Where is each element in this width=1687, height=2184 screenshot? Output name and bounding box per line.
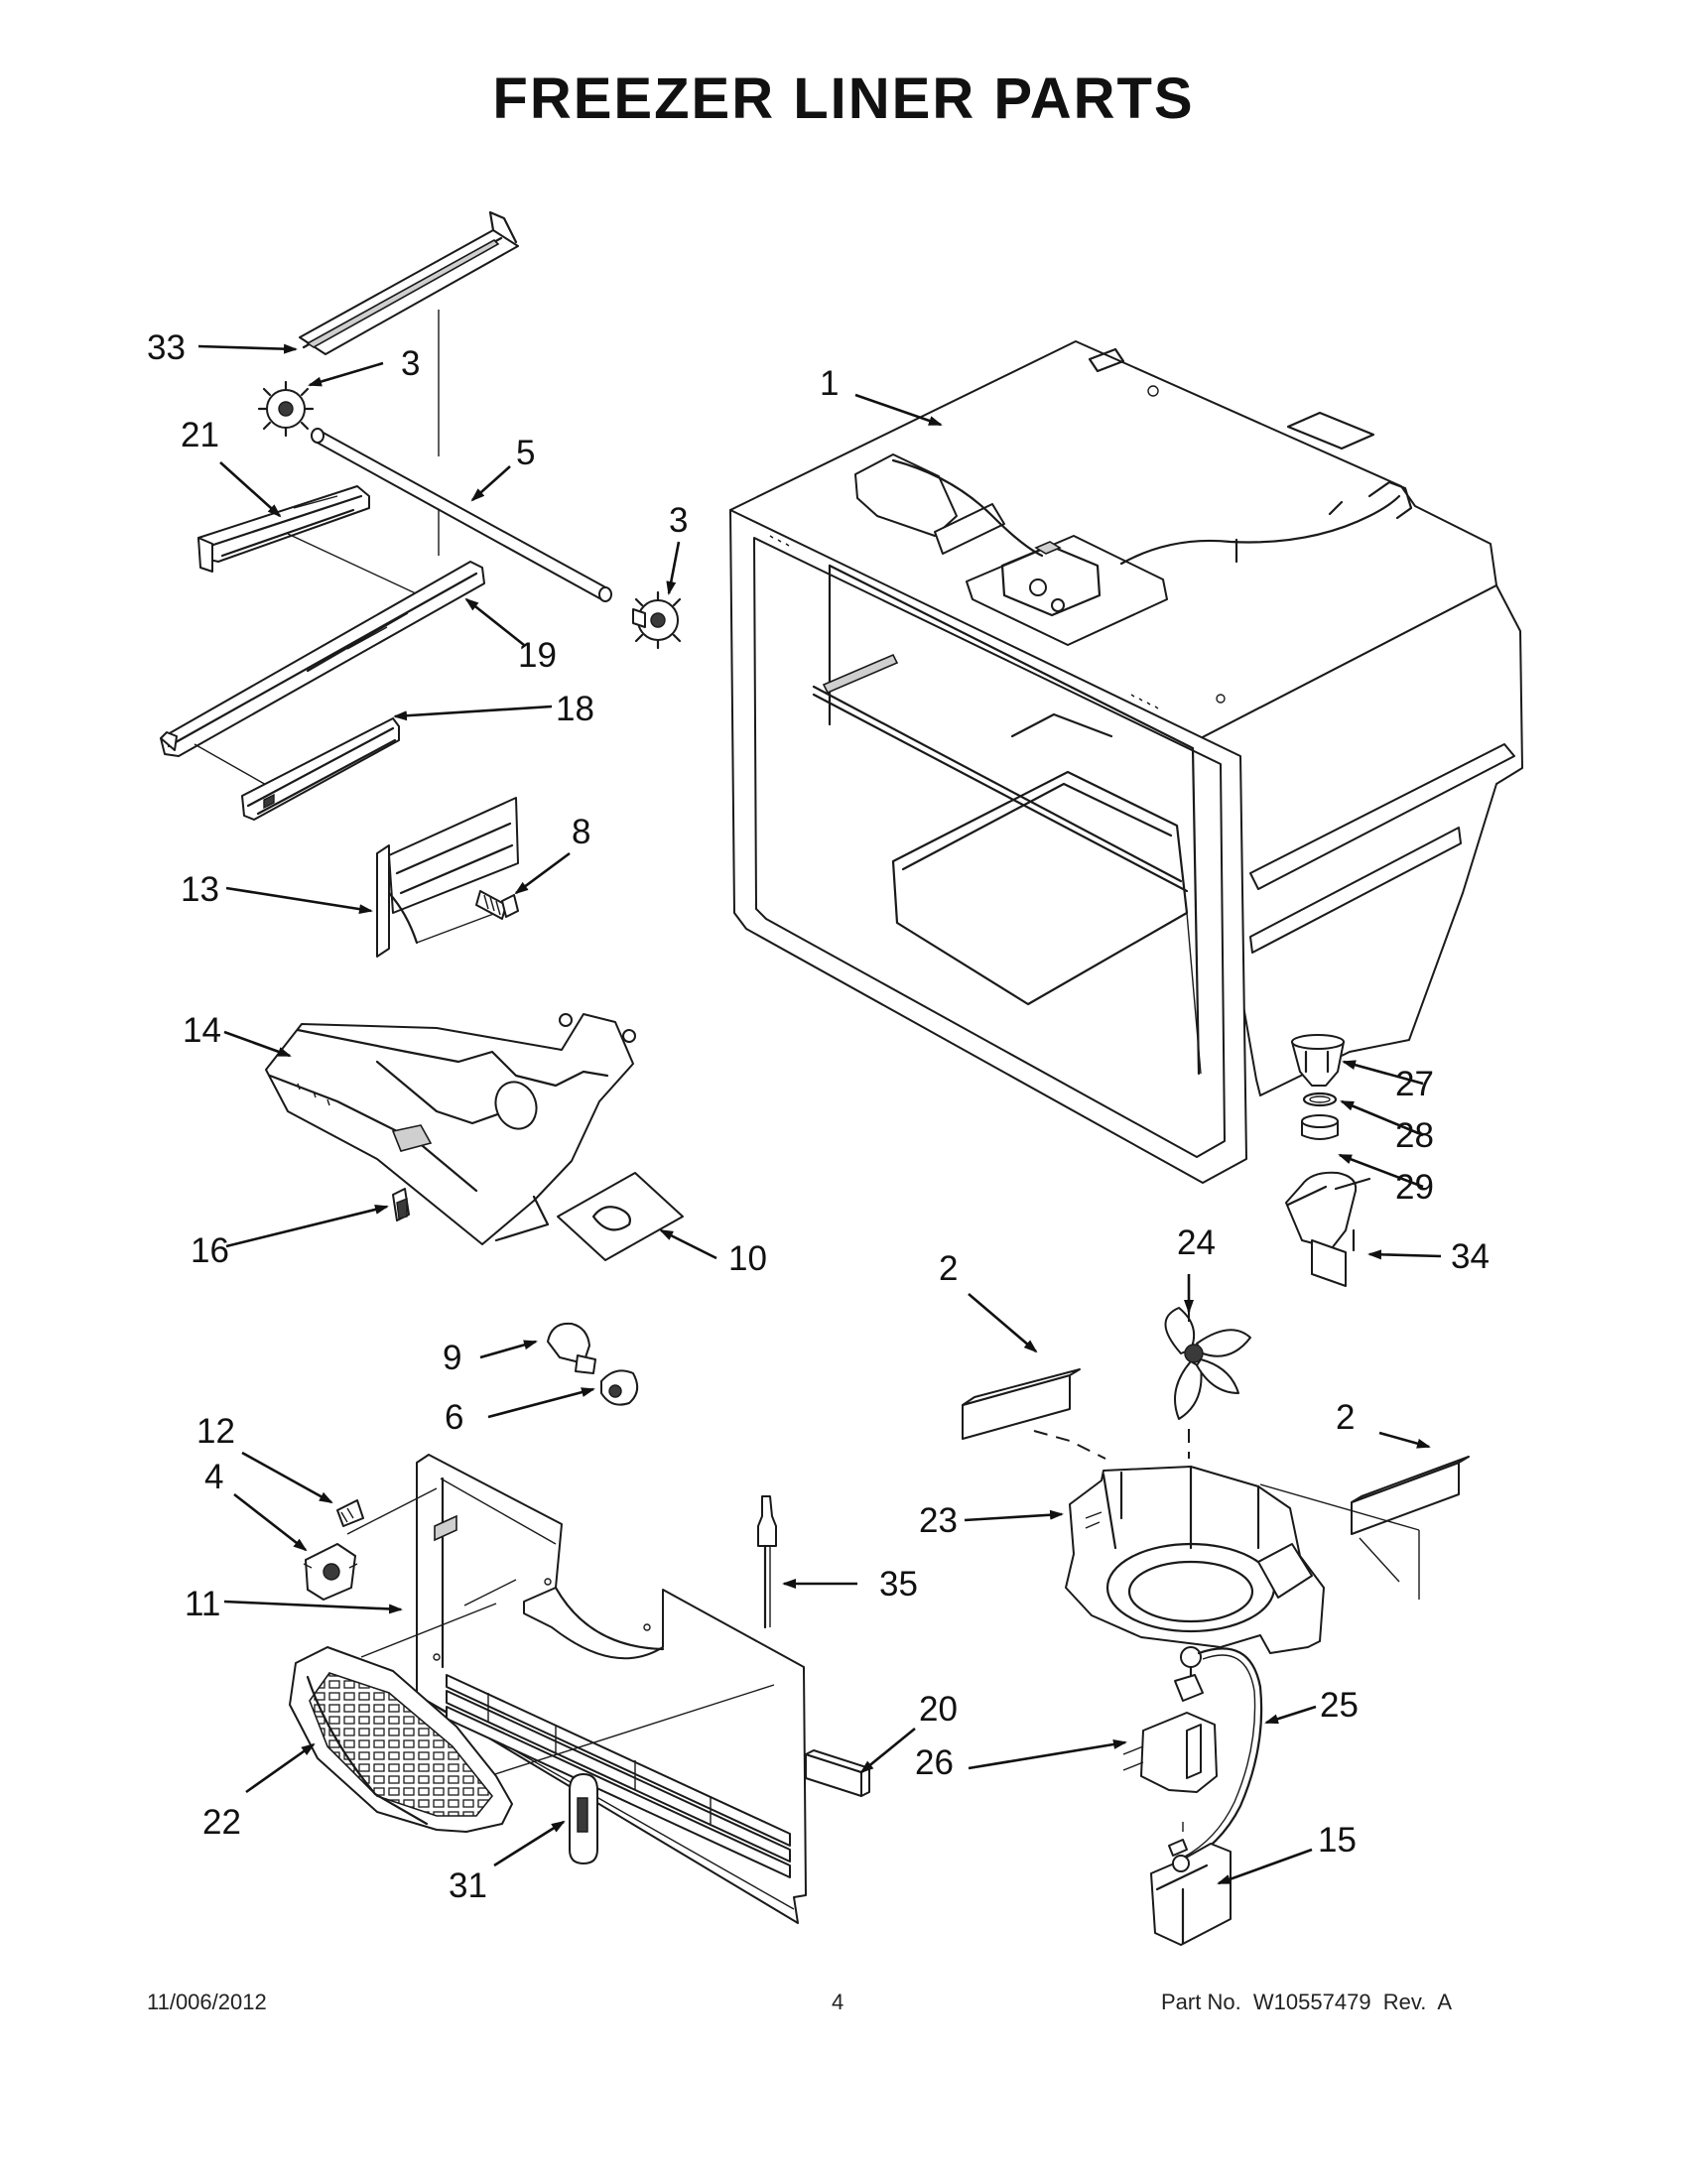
part-9-light-bulb bbox=[547, 1322, 596, 1374]
callout-3-upper: 3 bbox=[401, 344, 420, 383]
callout-31: 31 bbox=[449, 1866, 487, 1905]
part-3-gear-lower bbox=[632, 590, 682, 650]
callout-34: 34 bbox=[1451, 1237, 1490, 1276]
part-20-foam-strip bbox=[805, 1749, 870, 1797]
callout-27: 27 bbox=[1395, 1065, 1434, 1103]
part-3-gear-upper bbox=[257, 380, 315, 438]
part-2-foam-pad-left bbox=[962, 1368, 1081, 1440]
part-12-screw bbox=[336, 1499, 364, 1527]
part-26-fan-motor bbox=[1122, 1646, 1218, 1793]
callout-3-lower: 3 bbox=[669, 501, 688, 540]
callout-28: 28 bbox=[1395, 1116, 1434, 1155]
part-1-freezer-liner bbox=[729, 340, 1523, 1184]
callout-22: 22 bbox=[202, 1803, 241, 1842]
part-22-fan-grille bbox=[289, 1646, 513, 1833]
callout-35: 35 bbox=[879, 1565, 918, 1604]
part-24-fan-blade bbox=[1164, 1307, 1251, 1420]
part-11-rear-panel bbox=[416, 1454, 807, 1924]
callout-15: 15 bbox=[1318, 1821, 1357, 1860]
callout-25: 25 bbox=[1320, 1686, 1359, 1725]
part-35-thermistor bbox=[757, 1495, 777, 1629]
callout-2-right: 2 bbox=[1336, 1398, 1355, 1437]
callout-4: 4 bbox=[204, 1458, 223, 1496]
callout-18: 18 bbox=[556, 690, 594, 728]
part-14-evaporator-cover bbox=[265, 1013, 636, 1245]
callout-26: 26 bbox=[915, 1743, 954, 1782]
callout-13: 13 bbox=[181, 870, 219, 909]
part-2-foam-pad-right bbox=[1351, 1456, 1470, 1535]
callout-33: 33 bbox=[147, 328, 186, 367]
footer-date: 11/006/2012 bbox=[147, 1990, 267, 2014]
part-18-lower-slide bbox=[241, 717, 400, 821]
part-31-sensor bbox=[569, 1773, 598, 1864]
part-16-clip bbox=[392, 1188, 410, 1221]
part-8-screw bbox=[475, 890, 519, 920]
callout-10: 10 bbox=[728, 1239, 767, 1278]
callout-19: 19 bbox=[518, 636, 557, 675]
callout-9: 9 bbox=[443, 1339, 461, 1377]
leader-arrows bbox=[197, 343, 1442, 1885]
part-28-o-ring bbox=[1302, 1092, 1338, 1107]
callout-20: 20 bbox=[919, 1690, 958, 1729]
part-29-drain-plug bbox=[1301, 1114, 1339, 1140]
footer-part-number: Part No. W10557479 Rev. A bbox=[1161, 1990, 1453, 2014]
part-4-connector bbox=[303, 1543, 358, 1601]
part-5-shaft bbox=[311, 428, 612, 602]
callout-24: 24 bbox=[1177, 1223, 1216, 1262]
part-10-tape bbox=[557, 1172, 684, 1261]
footer-page-number: 4 bbox=[832, 1990, 844, 2014]
part-34-drain-tube bbox=[1285, 1171, 1371, 1287]
callout-6: 6 bbox=[445, 1398, 463, 1437]
callout-1: 1 bbox=[820, 364, 839, 403]
callout-12: 12 bbox=[196, 1412, 235, 1451]
part-25-wire-harness bbox=[1179, 1647, 1263, 1867]
part-23-fan-housing bbox=[1065, 1465, 1325, 1654]
part-15-motor-bracket bbox=[1150, 1822, 1232, 1946]
callout-21: 21 bbox=[181, 416, 219, 454]
callout-23: 23 bbox=[919, 1501, 958, 1540]
callout-5: 5 bbox=[516, 434, 535, 472]
part-19-slide-rail bbox=[160, 561, 485, 757]
callout-11: 11 bbox=[185, 1585, 220, 1623]
part-6-light-socket bbox=[600, 1369, 639, 1406]
part-13-side-bracket bbox=[376, 797, 519, 958]
part-33-top-rail bbox=[299, 210, 519, 355]
page-title: FREEZER LINER PARTS bbox=[492, 66, 1195, 131]
callout-labels: 33 3 1 21 5 3 19 18 8 13 14 27 28 29 24 … bbox=[147, 328, 1490, 1905]
part-27-drain-trough bbox=[1291, 1034, 1345, 1087]
callout-14: 14 bbox=[183, 1011, 221, 1050]
callout-2-left: 2 bbox=[939, 1249, 958, 1288]
callout-8: 8 bbox=[572, 813, 590, 851]
callout-16: 16 bbox=[191, 1231, 229, 1270]
callout-29: 29 bbox=[1395, 1168, 1434, 1207]
part-21-slide-bracket bbox=[197, 485, 370, 573]
